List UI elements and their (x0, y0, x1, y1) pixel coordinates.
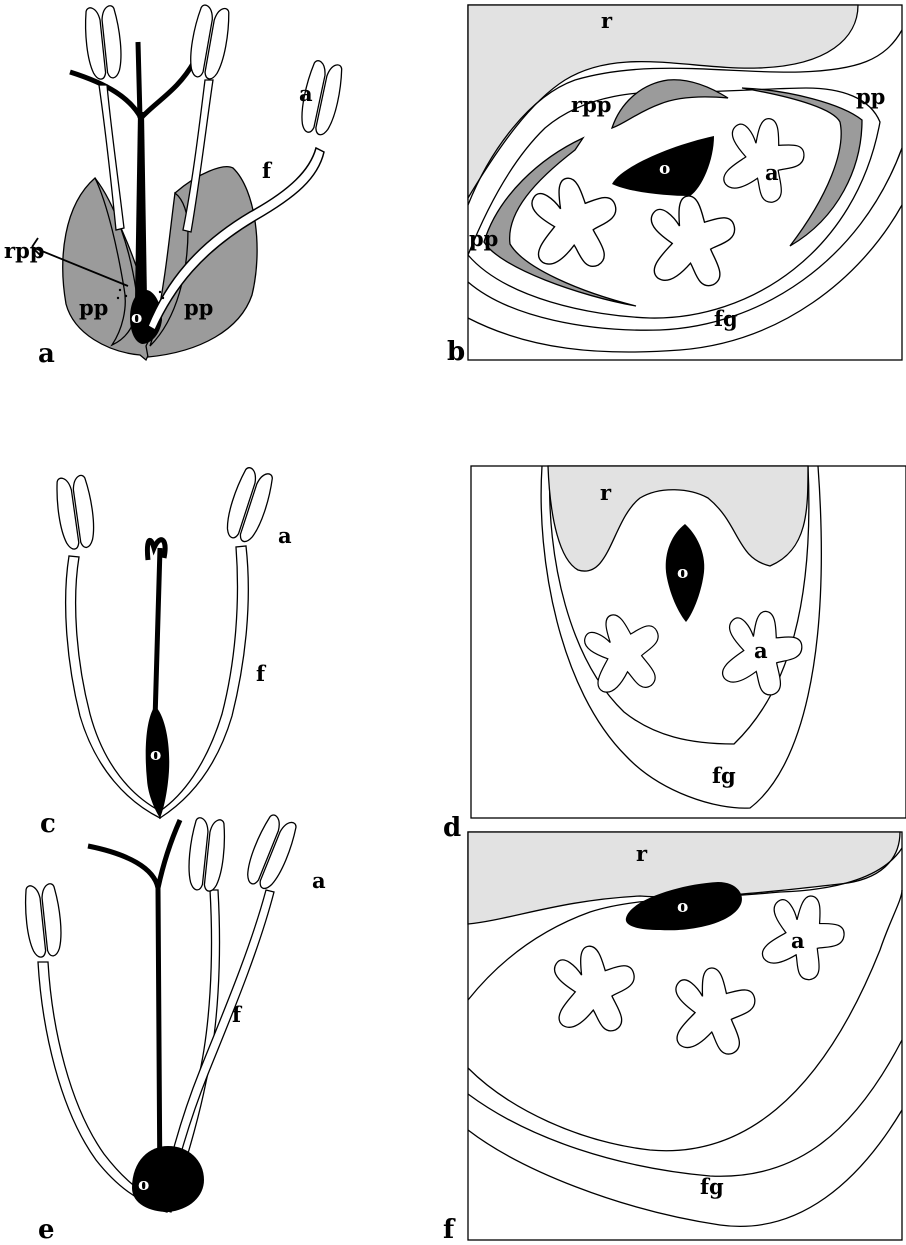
panel-c-label-filament: f (256, 661, 267, 686)
panel-c-label-ovary: o (150, 745, 161, 765)
panel-a-anther-mid (186, 4, 232, 81)
panel-e-letter: e (38, 1215, 55, 1245)
panel-b-label-pp-right: pp (856, 84, 885, 109)
panel-e-flower: a f o e (23, 813, 326, 1245)
panel-e-label-filament: f (232, 1002, 243, 1027)
panel-a-label-pp-right: pp (184, 295, 213, 320)
panel-b-label-anther: a (765, 160, 779, 185)
panel-b-label-pp-left: pp (469, 226, 498, 251)
panel-d-label-anther: a (754, 638, 768, 663)
panel-b-label-rpp: rpp (571, 92, 611, 117)
panel-c-filament-right (160, 546, 248, 818)
panel-a-style (135, 112, 147, 300)
panel-b-label-fg: fg (714, 306, 738, 331)
panel-f-label-receptacle: r (636, 841, 648, 866)
panel-a-anther-left (83, 5, 124, 80)
panel-b-label-ovary: o (659, 159, 670, 179)
panel-e-label-ovary: o (138, 1175, 149, 1195)
panel-b-label-receptacle: r (601, 8, 613, 33)
panel-e-style (88, 820, 180, 1200)
panel-d-label-receptacle: r (600, 480, 612, 505)
panel-c-filament-left (66, 556, 160, 818)
panel-f-letter: f (443, 1215, 456, 1245)
panel-d-letter: d (443, 813, 461, 843)
panel-c-flower: a f o c (40, 466, 292, 839)
panel-e-label-anther: a (312, 868, 326, 893)
panel-d-label-fg: fg (712, 763, 736, 788)
panel-b-section: r rpp pp pp o a fg b (447, 5, 902, 367)
panel-a-flower: a f rpp pp pp o a (4, 4, 345, 369)
panel-a-label-anther: a (299, 81, 313, 106)
panel-e-anther-mid (186, 817, 227, 892)
panel-f-label-fg: fg (700, 1174, 724, 1199)
panel-e-anther-left (23, 883, 64, 958)
panel-e-anther-right (242, 813, 300, 892)
panel-a-label-filament: f (262, 158, 273, 183)
panel-a-letter: a (38, 339, 55, 369)
panel-c-anther-right (222, 466, 276, 545)
panel-c-style (147, 540, 165, 720)
panel-f-label-ovary: o (677, 897, 688, 917)
panel-a-label-rpp: rpp (4, 238, 44, 263)
panel-a-label-ovary: o (131, 308, 142, 328)
panel-c-label-anther: a (278, 523, 292, 548)
panel-d-section: r o a fg d (443, 466, 906, 843)
panel-d-label-ovary: o (677, 563, 688, 583)
panel-d-frame (471, 466, 906, 818)
panel-b-letter: b (447, 337, 465, 367)
panel-a-label-pp-left: pp (79, 295, 108, 320)
panel-f-label-anther: a (791, 928, 805, 953)
panel-c-letter: c (40, 809, 56, 839)
panel-f-section: r o a fg f (443, 832, 902, 1245)
panel-c-anther-left (54, 474, 97, 550)
